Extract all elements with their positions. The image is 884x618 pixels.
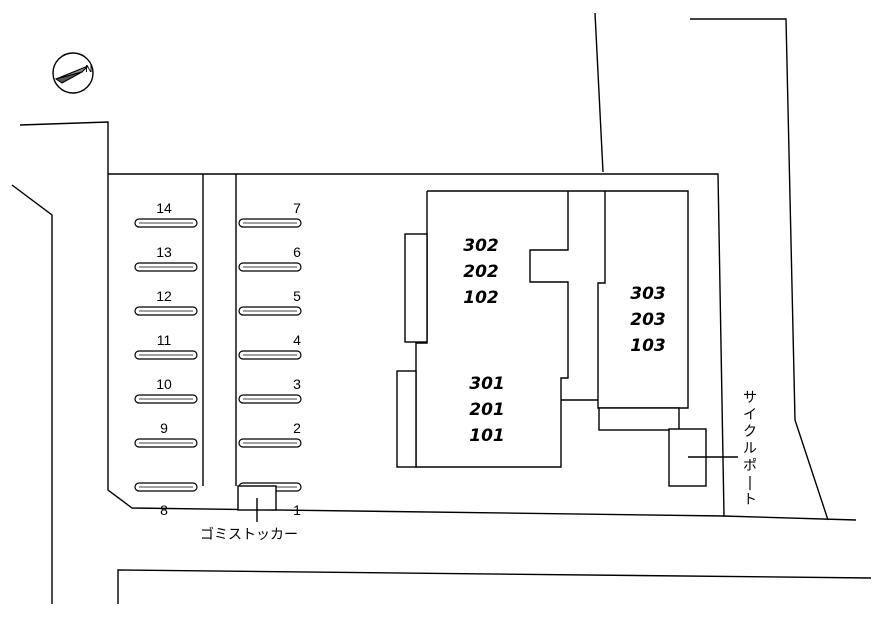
cycle-port-label: サイクルポ|ト [743, 390, 757, 508]
parking-number: 1 [293, 502, 301, 518]
parking-space-12: 12 [134, 288, 198, 316]
building-ab [396, 190, 689, 468]
unit-number-201: 201 [469, 400, 505, 420]
parking-number: 14 [156, 200, 172, 216]
parking-number: 13 [156, 244, 172, 260]
building-c-units: 303 203 103 [630, 284, 666, 356]
north-arrow-icon: N [52, 52, 94, 94]
parking-space-2: 2 [238, 420, 302, 448]
parking-number: 12 [156, 288, 172, 304]
parking-space-3: 3 [238, 376, 302, 404]
boundary-lines [11, 12, 872, 604]
unit-number-102: 102 [463, 288, 499, 308]
parking-left-column: 14 13 12 11 10 9 8 [134, 200, 198, 518]
building-b-units: 301 201 101 [469, 374, 505, 446]
parking-space-10: 10 [134, 376, 198, 404]
parking-number: 11 [157, 332, 172, 348]
parking-space-4: 4 [238, 332, 302, 360]
unit-number-301: 301 [469, 374, 505, 394]
parking-space-9: 9 [134, 420, 198, 448]
parking-number: 2 [293, 420, 301, 436]
parking-number: 9 [160, 420, 168, 436]
parking-number: 3 [293, 376, 301, 392]
parking-space-8: 8 [134, 482, 198, 518]
parking-number: 6 [293, 244, 301, 260]
parking-right-column: 7 6 5 4 3 2 1 [238, 200, 302, 518]
garbage-stocker: ゴミストッカー [200, 485, 298, 543]
parking-number: 5 [293, 288, 301, 304]
parking-space-7: 7 [238, 200, 302, 228]
parking-space-14: 14 [134, 200, 198, 228]
parking-number: 8 [160, 502, 168, 518]
parking-number: 7 [293, 200, 301, 216]
parking-aisle [202, 174, 237, 486]
parking-number: 10 [156, 376, 172, 392]
unit-number-303: 303 [630, 284, 666, 304]
unit-number-203: 203 [630, 310, 666, 330]
parking-space-13: 13 [134, 244, 198, 272]
parking-space-11: 11 [134, 332, 198, 360]
parking-space-6: 6 [238, 244, 302, 272]
unit-number-302: 302 [463, 236, 499, 256]
svg-text:N: N [85, 64, 92, 75]
site-lot [107, 173, 725, 517]
cycle-port [668, 428, 738, 487]
garbage-stocker-label: ゴミストッカー [200, 526, 298, 543]
cycle-port-text: サイクルポ|ト [743, 390, 757, 508]
unit-number-101: 101 [469, 426, 505, 446]
unit-number-103: 103 [630, 336, 666, 356]
unit-number-202: 202 [463, 262, 499, 282]
parking-number: 4 [293, 332, 301, 348]
building-a-units: 302 202 102 [463, 236, 499, 308]
parking-space-5: 5 [238, 288, 302, 316]
